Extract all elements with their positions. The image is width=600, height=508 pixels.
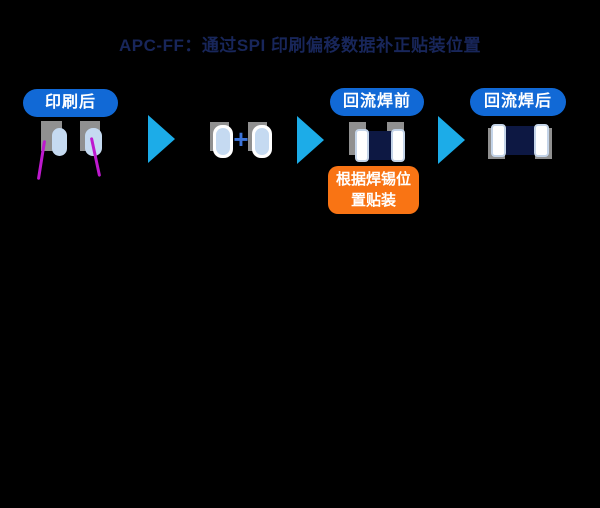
stage3-chip-body — [367, 131, 393, 160]
placement-callout-line1: 根据焊锡位 — [335, 171, 411, 188]
placement-callout: 根据焊锡位 置贴装 — [328, 166, 419, 214]
badge-after-printing: 印刷后 — [23, 89, 118, 117]
badge-before-reflow: 回流焊前 — [330, 88, 424, 116]
stage4-chip-cap-left — [491, 124, 506, 157]
stage1-solder-paste-left — [52, 128, 67, 156]
stage2-solder-paste-left — [213, 125, 233, 158]
placement-callout-line2: 置贴装 — [350, 192, 396, 209]
stage3-chip-cap-left — [355, 129, 369, 162]
flow-arrow-icon-1 — [148, 115, 175, 163]
diagram-title: APC-FF：通过SPI 印刷偏移数据补正贴装位置 — [119, 36, 481, 55]
stage4-chip-body — [506, 126, 534, 155]
stage3-chip-cap-right — [391, 129, 405, 162]
offset-indicator-line-left — [36, 140, 47, 180]
flow-arrow-icon-3 — [438, 116, 465, 164]
stage2-solder-paste-right-fill — [255, 128, 269, 155]
flow-arrow-icon-2 — [297, 116, 324, 164]
stage4-chip-cap-right — [534, 124, 549, 157]
stage2-solder-paste-left-fill — [216, 128, 230, 155]
stage2-solder-paste-right — [252, 125, 272, 158]
badge-after-reflow: 回流焊后 — [470, 88, 566, 116]
plus-icon: + — [233, 124, 249, 154]
